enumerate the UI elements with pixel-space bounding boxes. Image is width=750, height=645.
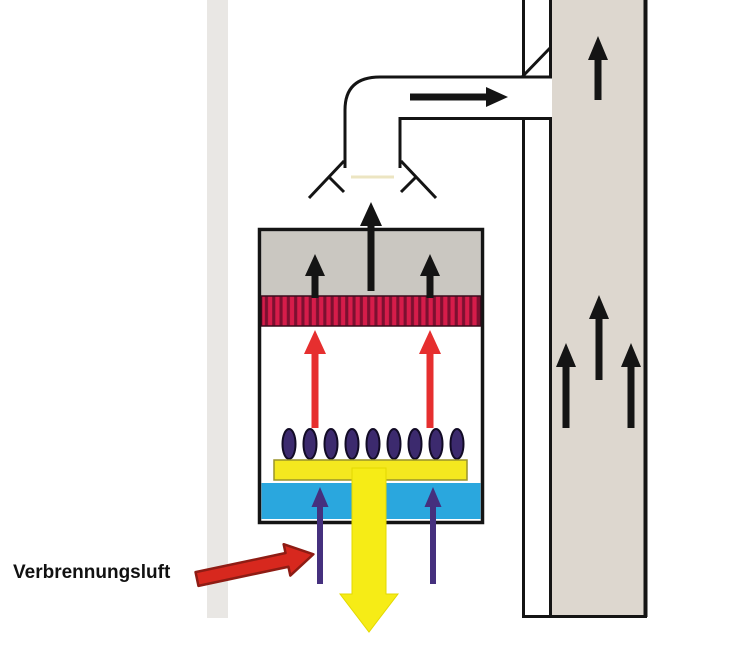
- shaft-arrow-mid-center-up: [589, 295, 609, 380]
- hot-gas-arrows: [304, 330, 441, 428]
- flame: [407, 428, 423, 460]
- combustion-air-label: Verbrennungsluft: [13, 562, 171, 583]
- combustion-air-arrow-right: [424, 487, 442, 584]
- flame: [428, 428, 444, 460]
- gas-flow-arrow-down: [338, 467, 400, 633]
- shaft-arrow-mid-left-up: [556, 343, 576, 428]
- flue-pipe-outer-wall: [343, 75, 552, 168]
- hot-gas-arrow-left: [304, 330, 326, 428]
- exhaust-flow-arrows: [305, 36, 641, 428]
- combustion-air-arrows: [311, 487, 442, 584]
- shaft-arrow-mid-right-up: [621, 343, 641, 428]
- exhaust-arrow-left-up: [305, 254, 325, 298]
- flame: [323, 428, 339, 460]
- draft-hood-right-skirt: [399, 159, 438, 200]
- draft-hood-left-inner: [327, 175, 346, 194]
- draft-hood-right-inner: [399, 175, 418, 194]
- structure-lines: [307, 0, 648, 618]
- exhaust-arrow-center-up: [360, 202, 382, 291]
- heat-exchanger-outline: [260, 295, 482, 327]
- flame: [386, 428, 402, 460]
- flame: [302, 428, 318, 460]
- shaft-arrow-top-up: [588, 36, 608, 100]
- label-pointer-arrow: [194, 542, 315, 588]
- heat-exchanger: [260, 295, 482, 327]
- shaft-junction-diagonal: [520, 45, 553, 79]
- flame: [449, 428, 465, 460]
- flue-pipe-inner-wall: [398, 117, 552, 168]
- exhaust-arrow-right-up: [420, 254, 440, 298]
- flue-pipe-interior: [345, 77, 552, 168]
- flue-pipe-arrow-right: [410, 87, 508, 107]
- heat-exchanger-stripes: [261, 296, 481, 326]
- left-wall-strip: [207, 0, 228, 618]
- draft-hood-left-skirt: [307, 159, 346, 200]
- burner-flames: [281, 428, 465, 460]
- flame: [365, 428, 381, 460]
- hot-gas-arrow-right: [419, 330, 441, 428]
- flame: [281, 428, 297, 460]
- flame: [344, 428, 360, 460]
- combustion-air-arrow-left: [311, 487, 329, 584]
